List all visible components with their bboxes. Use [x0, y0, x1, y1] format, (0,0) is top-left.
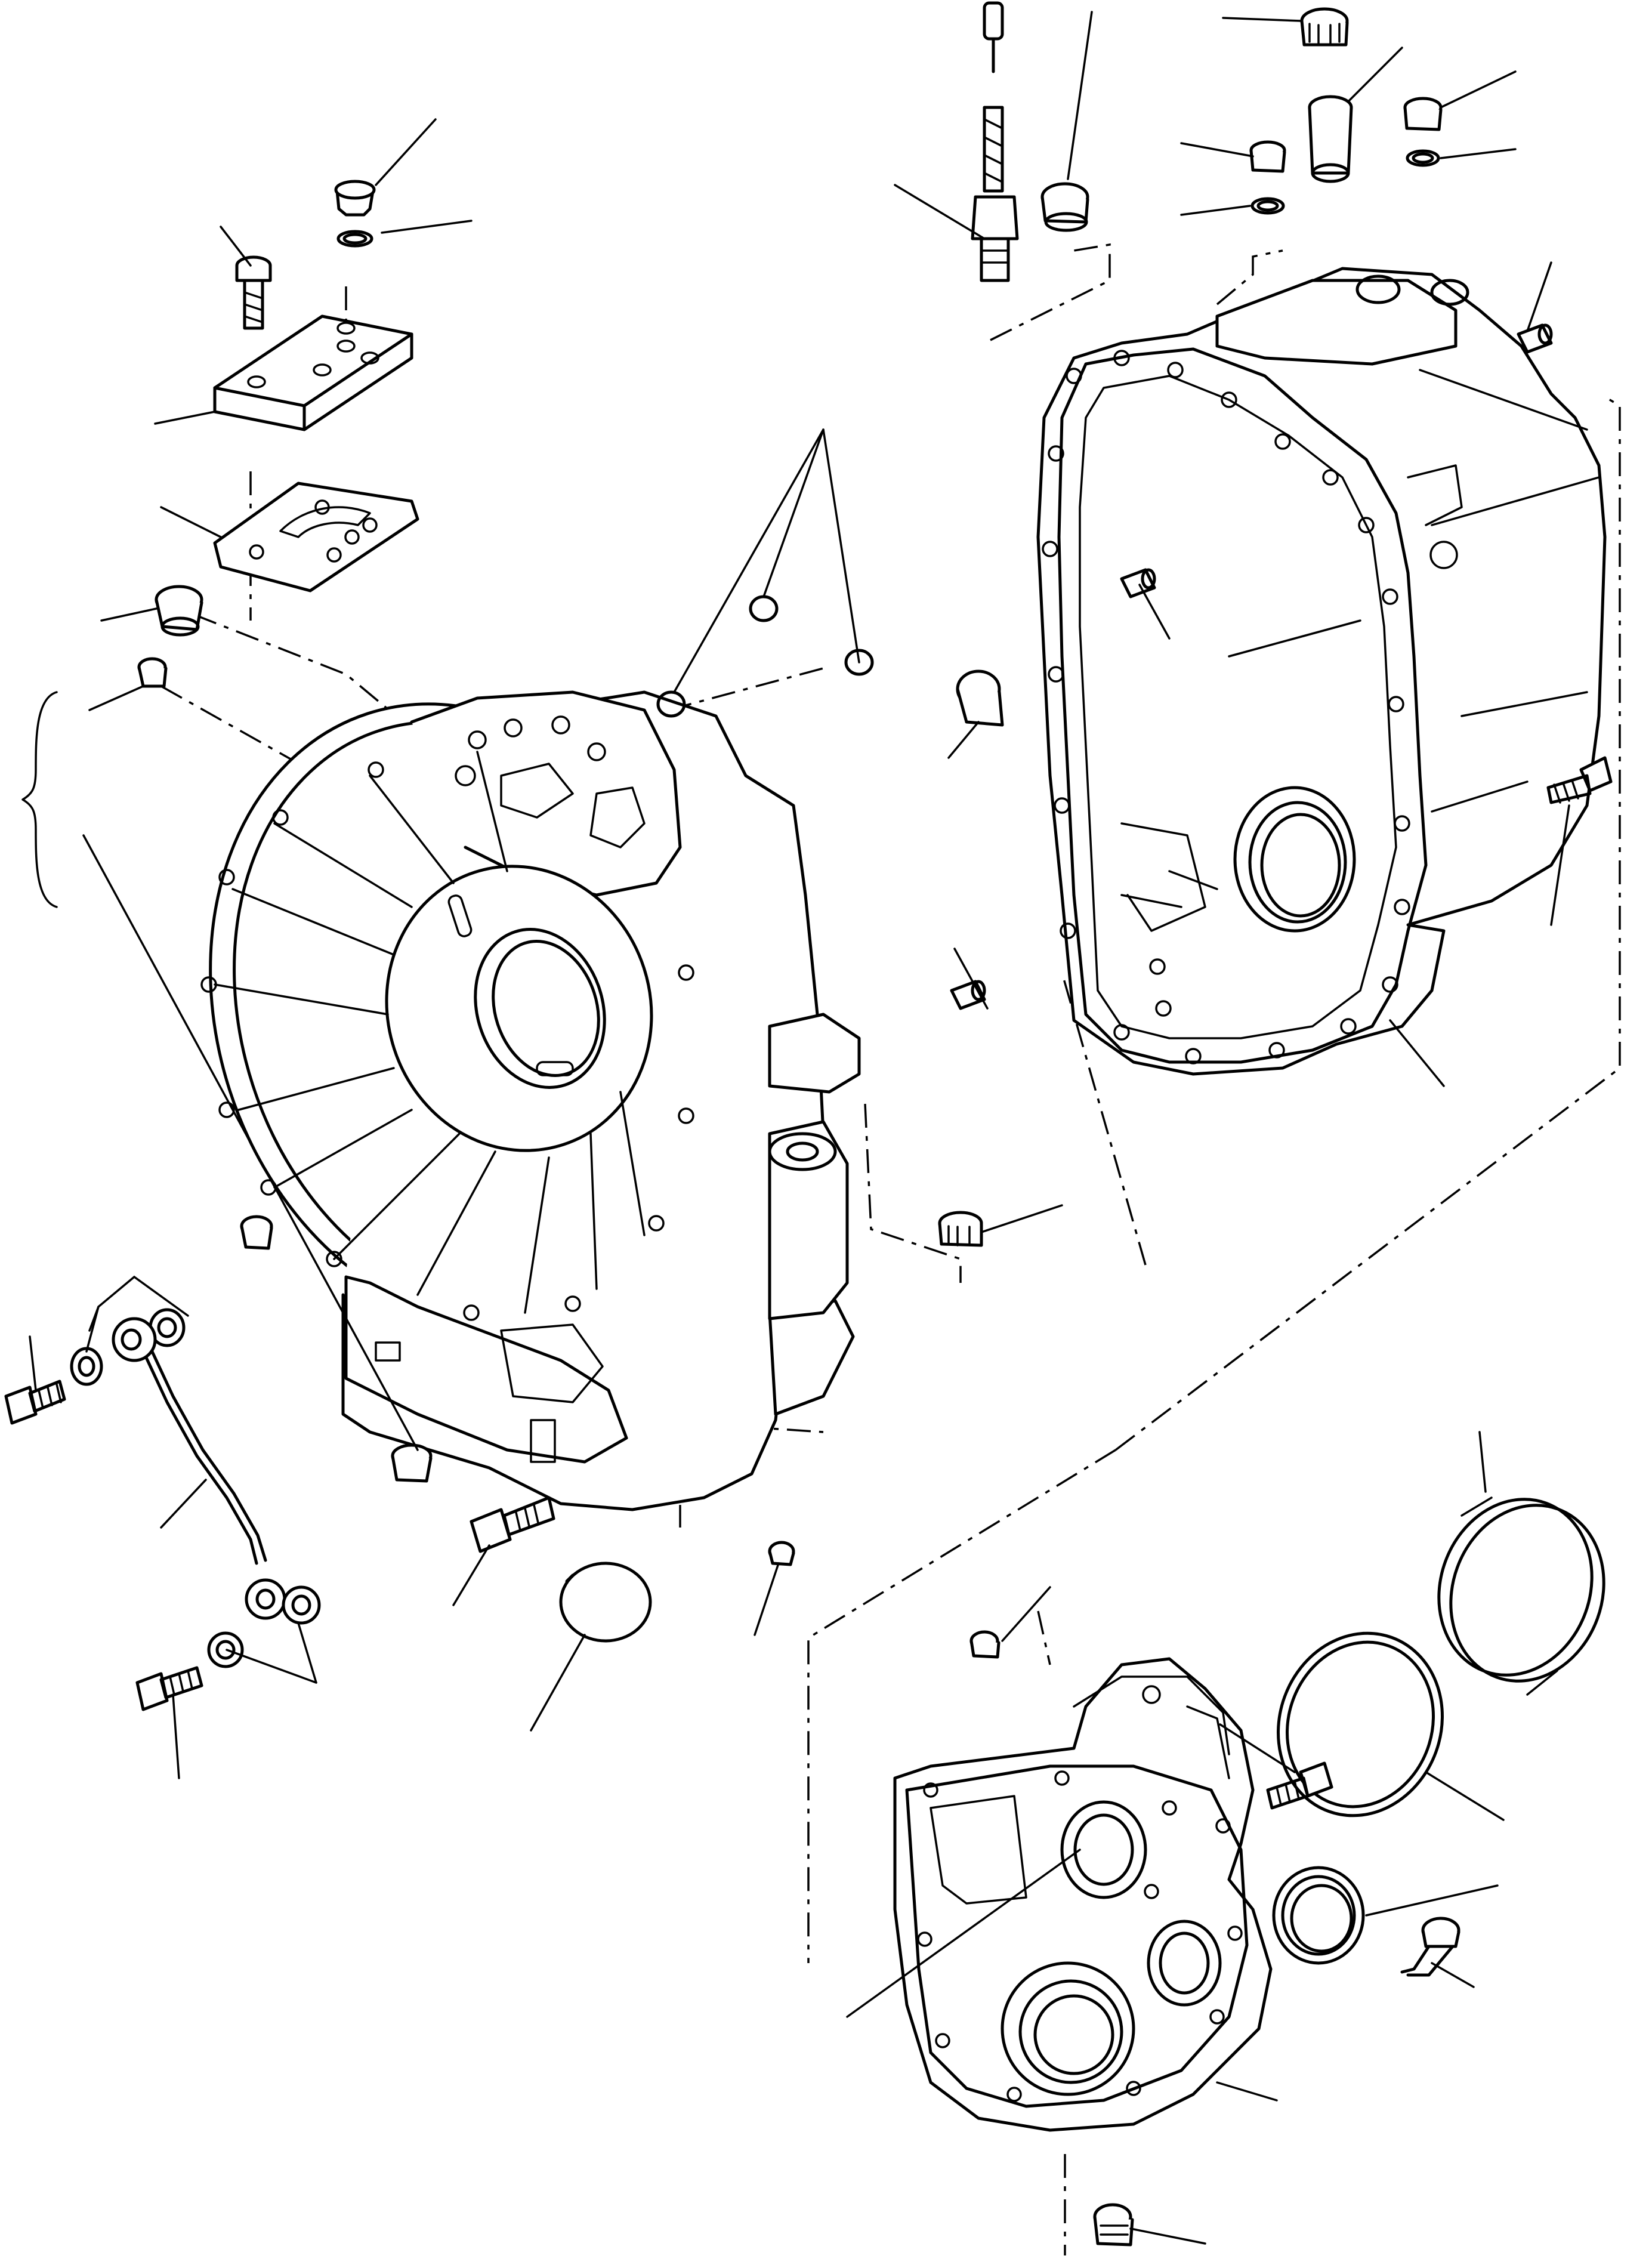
bolt — [235, 255, 272, 330]
fasteners — [4, 1, 1613, 2247]
callout-leaders — [29, 11, 1570, 2245]
transmission-rear-housing — [1036, 267, 1607, 1076]
plug-small — [137, 657, 168, 688]
shaft-seal — [1272, 1866, 1365, 1965]
screw-small — [768, 1541, 795, 1566]
valve-cover-plate — [213, 314, 413, 431]
group-brace — [21, 691, 58, 908]
sender-unit — [971, 1, 1019, 282]
sleeve — [1308, 95, 1353, 183]
ground-strap — [70, 1308, 321, 1668]
plug-housing — [956, 669, 1004, 727]
hex-nut — [938, 1211, 983, 1247]
plug-top — [1300, 7, 1349, 47]
bolt-right — [1546, 756, 1613, 804]
plug-with-washer-right — [1403, 97, 1443, 167]
dowel-pin — [1120, 568, 1156, 598]
gasket-plate — [213, 482, 419, 593]
screw-small — [969, 1630, 1001, 1659]
plug — [155, 585, 203, 637]
bolt-left — [4, 1380, 66, 1425]
plug — [240, 1215, 273, 1250]
end-cap — [1437, 1496, 1605, 1696]
o-ring-small — [656, 595, 874, 718]
bolt-center — [470, 1496, 555, 1553]
bolt-lower-left — [135, 1666, 203, 1711]
plug-cap — [559, 1562, 652, 1643]
bolt-output-right — [1400, 1917, 1460, 1977]
dowel-pin — [1517, 323, 1553, 354]
clutch-housing — [200, 690, 861, 1511]
plug-bottom — [1093, 2203, 1134, 2247]
output-cover — [893, 1657, 1273, 2132]
plug — [391, 1443, 433, 1483]
bolt-output — [1266, 1761, 1333, 1810]
plug-with-washer-small — [1249, 140, 1286, 215]
plug-with-washer — [334, 180, 376, 248]
o-ring-large — [1277, 1631, 1444, 1818]
cap-plug — [1040, 182, 1089, 232]
